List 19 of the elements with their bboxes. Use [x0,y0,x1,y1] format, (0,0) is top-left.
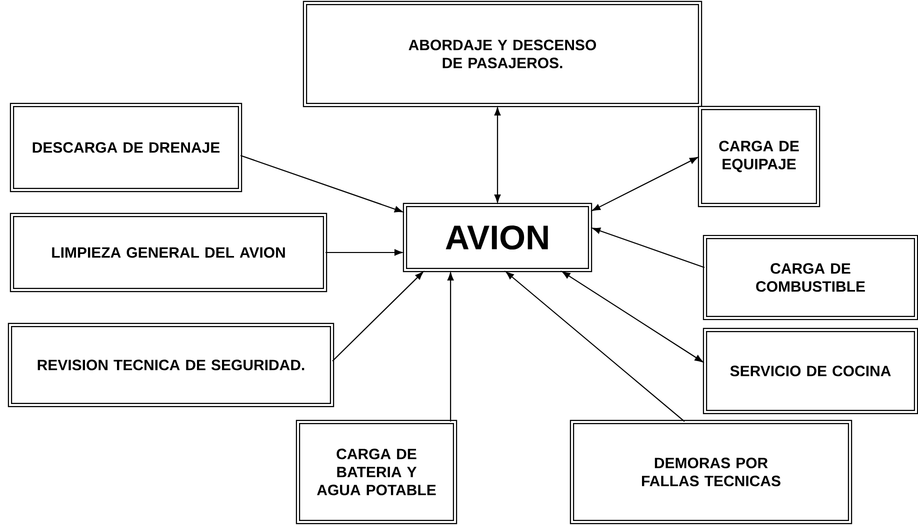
arrow [562,271,703,362]
arrow [240,154,403,212]
arrow [326,249,403,256]
arrow [494,107,501,203]
activity-box: CARGA DE BATERIA Y AGUA POTABLE [296,420,458,524]
activity-box: SERVICIO DE COCINA [702,328,918,414]
arrow [447,272,454,422]
activity-box: CARGA DE COMBUSTIBLE [702,234,918,320]
activity-box: REVISION TECNICA DE SEGURIDAD. [8,322,334,408]
activity-box: LIMPIEZA GENERAL DEL AVION [10,212,328,292]
arrow [332,272,424,362]
activity-box: DESCARGA DE DRENAJE [10,102,242,192]
activity-box: DEMORAS POR FALLAS TECNICAS [570,420,852,524]
arrow [506,272,685,422]
center-box: AVION [402,202,592,272]
activity-box: CARGA DE EQUIPAJE [698,106,820,208]
activity-box: ABORDAJE Y DESCENSO DE PASAJEROS. [302,0,702,108]
arrow [592,228,705,268]
arrow [592,157,698,211]
